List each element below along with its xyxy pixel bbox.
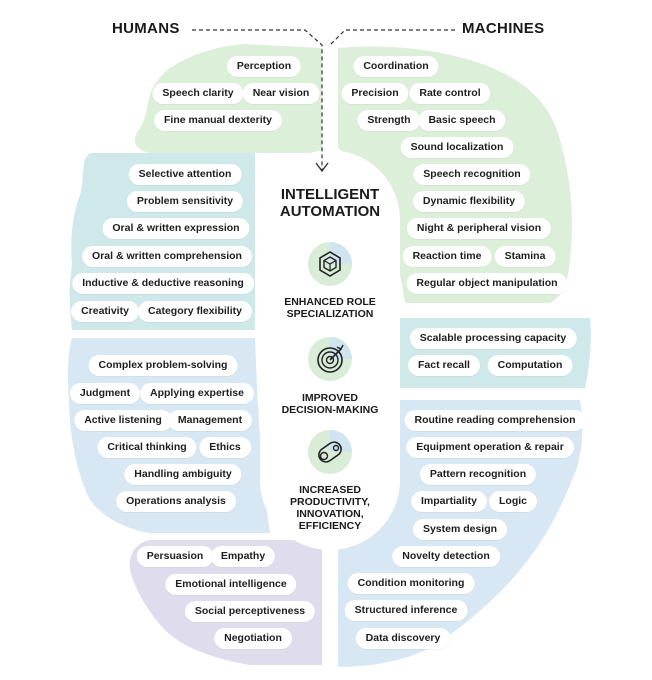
skill-pill: System design (412, 519, 508, 540)
skill-pill: Emotional intelligence (165, 574, 297, 595)
target-icon (308, 337, 352, 381)
humans-connector (192, 29, 323, 170)
skill-pill: Computation (487, 355, 573, 376)
skill-pill: Speech clarity (152, 83, 244, 104)
gear-chain-icon (308, 430, 352, 474)
skill-pill: Problem sensitivity (126, 191, 244, 212)
skill-pill: Empathy (210, 546, 276, 567)
skill-pill: Selective attention (128, 164, 242, 185)
skill-pill: Complex problem-solving (88, 355, 238, 376)
skill-pill: Reaction time (402, 246, 492, 267)
skill-pill: Judgment (69, 383, 141, 404)
skill-pill: Scalable processing capacity (409, 328, 577, 349)
skill-pill: Perception (226, 56, 302, 77)
skill-pill: Condition monitoring (347, 573, 475, 594)
cube-icon (308, 242, 352, 286)
machines-header: MACHINES (462, 20, 545, 37)
machines-connector (329, 29, 455, 46)
skill-pill: Rate control (409, 83, 491, 104)
feature-increased-productivity: INCREASED PRODUCTIVITY, INNOVATION, EFFI… (290, 484, 370, 532)
skill-pill: Management (167, 410, 253, 431)
skill-pill: Operations analysis (116, 491, 236, 512)
skill-pill: Night & peripheral vision (406, 218, 552, 239)
skill-pill: Sound localization (400, 137, 514, 158)
skill-pill: Structured inference (344, 600, 468, 621)
skill-pill: Oral & written comprehension (82, 246, 252, 267)
arrow-head-icon (315, 162, 329, 173)
skill-pill: Data discovery (355, 628, 451, 649)
skill-pill: Impartiality (410, 491, 488, 512)
skill-pill: Persuasion (136, 546, 214, 567)
skill-pill: Regular object manipulation (406, 273, 568, 294)
skill-pill: Fact recall (408, 355, 480, 376)
feature-enhanced-role: ENHANCED ROLE SPECIALIZATION (284, 296, 376, 320)
skill-pill: Speech recognition (413, 164, 531, 185)
skill-pill: Oral & written expression (102, 218, 250, 239)
skill-pill: Precision (341, 83, 409, 104)
skill-pill: Stamina (494, 246, 556, 267)
skill-pill: Routine reading comprehension (404, 410, 586, 431)
skill-pill: Fine manual dexterity (154, 110, 282, 131)
skill-pill: Equipment operation & repair (406, 437, 574, 458)
skill-pill: Critical thinking (97, 437, 197, 458)
skill-pill: Social perceptiveness (184, 601, 316, 622)
skill-pill: Near vision (242, 83, 320, 104)
skill-pill: Logic (489, 491, 537, 512)
skill-pill: Creativity (71, 301, 139, 322)
skill-pill: Dynamic flexibility (412, 191, 526, 212)
humans-header: HUMANS (112, 20, 180, 37)
skill-pill: Pattern recognition (419, 464, 537, 485)
skill-pill: Active listening (74, 410, 172, 431)
skill-pill: Coordination (353, 56, 439, 77)
feature-improved-decision: IMPROVED DECISION-MAKING (281, 392, 379, 416)
skill-pill: Applying expertise (140, 383, 254, 404)
skill-pill: Handling ambiguity (124, 464, 242, 485)
skill-pill: Category flexibility (138, 301, 252, 322)
center-title: INTELLIGENT AUTOMATION (279, 186, 381, 220)
skill-pill: Strength (357, 110, 421, 131)
skill-pill: Basic speech (418, 110, 506, 131)
skill-pill: Inductive & deductive reasoning (72, 273, 254, 294)
skill-pill: Novelty detection (392, 546, 500, 567)
skill-pill: Ethics (199, 437, 251, 458)
skill-pill: Negotiation (214, 628, 292, 649)
